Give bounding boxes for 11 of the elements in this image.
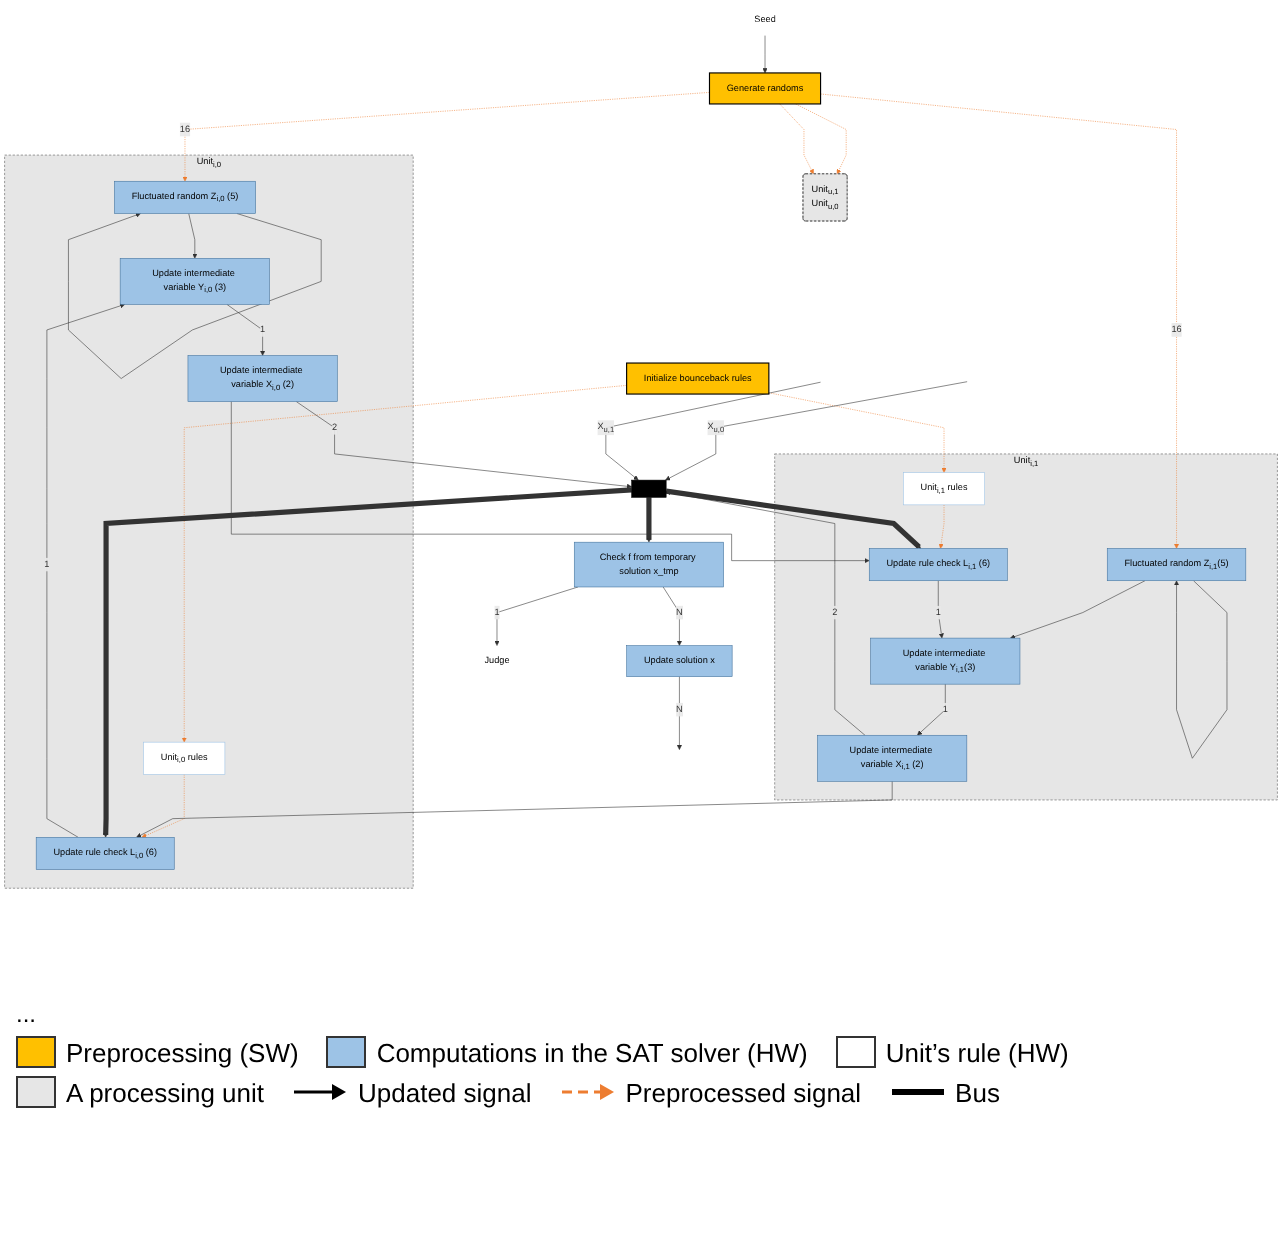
legend-label: Unit’s rule (HW) bbox=[885, 1037, 1069, 1067]
arrow bbox=[665, 488, 921, 549]
arrow bbox=[646, 497, 652, 543]
legend-label: Preprocessed signal bbox=[625, 1077, 862, 1107]
ellipsis-note: ... bbox=[16, 1000, 37, 1028]
legend-label: Bus bbox=[955, 1077, 1000, 1107]
legend-label: Computations in the SAT solver (HW) bbox=[376, 1037, 808, 1067]
node-bar bbox=[631, 479, 667, 498]
legend-label: Updated signal bbox=[358, 1077, 532, 1107]
legend-label: Preprocessing (SW) bbox=[66, 1037, 299, 1067]
legend-label: A processing unit bbox=[66, 1077, 265, 1107]
